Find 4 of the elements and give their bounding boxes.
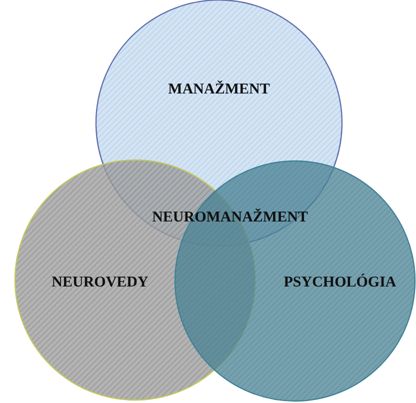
set-label: PSYCHOLÓGIA: [284, 274, 396, 292]
set-label: MANAŽMENT: [168, 82, 270, 98]
set-label: NEUROVEDY: [52, 274, 148, 292]
intersection-label: NEUROMANAŽMENT: [152, 210, 308, 226]
